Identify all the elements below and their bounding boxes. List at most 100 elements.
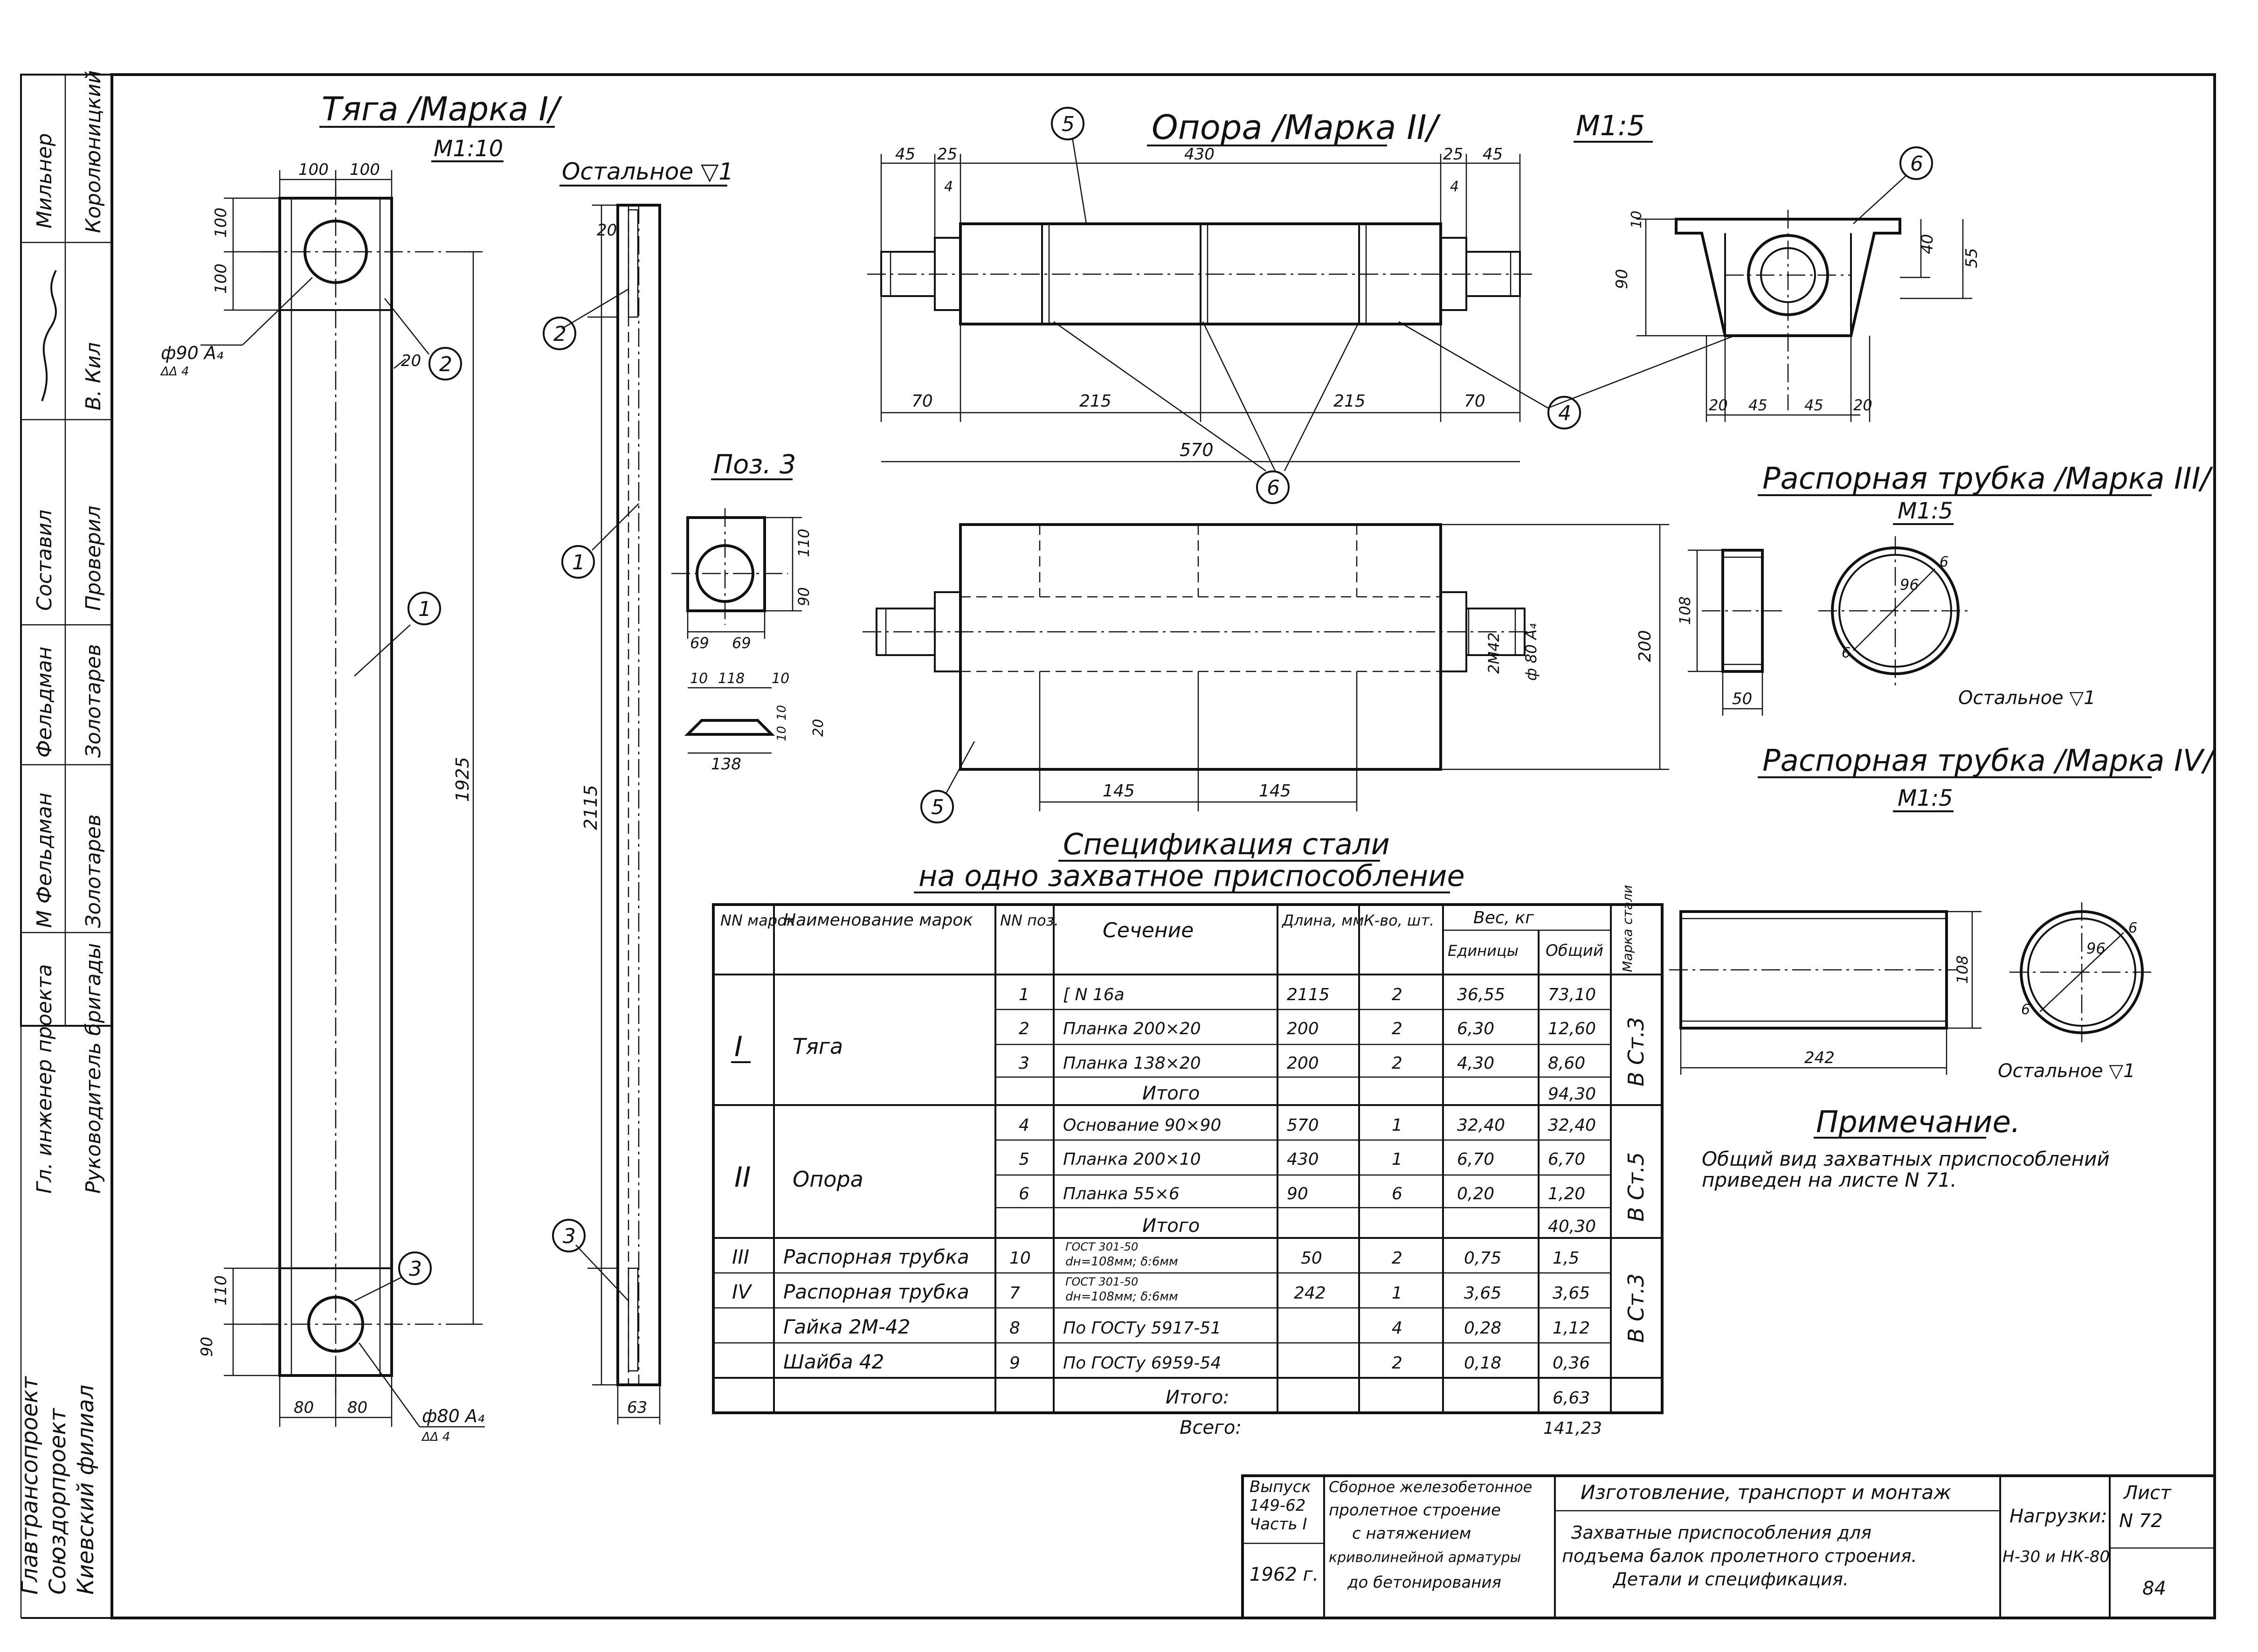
tube4-dim-d: 96 xyxy=(2086,940,2106,957)
tube4-view: Распорная трубка /Марка IV/ М1:5 108 242… xyxy=(1669,744,2217,1082)
poz3-dim-w: 138 xyxy=(711,755,741,774)
tb-desc1: Сборное железобетонное xyxy=(1329,1478,1532,1496)
opora-plan-pos-5-bubble xyxy=(920,790,954,823)
side-pos-3-bubble xyxy=(552,1219,586,1252)
tyaga-dim-hb2: 90 xyxy=(198,1337,216,1357)
g1r1-total: 73,10 xyxy=(1548,985,1596,1004)
g2r1-section: Основание 90×90 xyxy=(1063,1116,1221,1135)
tb-desc2: пролетное строение xyxy=(1329,1501,1501,1520)
r1-qty: 2 xyxy=(1392,1249,1402,1268)
sidebar-orgs: Главтрансопроект Союздорпроект Киевский … xyxy=(17,1376,99,1595)
g2-subtotal-label: Итого xyxy=(1142,1215,1200,1237)
tube3-dim-t2: 6 xyxy=(1842,645,1851,661)
r3-name: Гайка 2М-42 xyxy=(783,1315,910,1338)
tb-name2: подъема балок пролетного строения. xyxy=(1562,1546,1917,1566)
g1r1-section: [ N 16а xyxy=(1063,985,1125,1004)
poz3-view: Поз. 3 110 90 69 69 10 118 10 10 10 20 1… xyxy=(671,449,827,774)
rest-steel: В Ст.3 xyxy=(1623,1273,1649,1343)
r1-length: 50 xyxy=(1301,1249,1322,1268)
tyaga-dim-h2: 100 xyxy=(212,263,230,294)
opora-pos-4-bubble xyxy=(1547,396,1581,429)
tb-loads-label: Нагрузки: xyxy=(2009,1506,2107,1527)
g2r1-length: 570 xyxy=(1287,1116,1319,1135)
r4-total: 0,36 xyxy=(1553,1354,1590,1373)
tyaga-pos-1-bubble xyxy=(407,592,441,625)
r4-qty: 2 xyxy=(1392,1354,1402,1373)
th-unit: Единицы xyxy=(1448,942,1519,960)
tube3-note: Остальное ▽1 xyxy=(1958,687,2096,709)
g1-subtotal: 94,30 xyxy=(1548,1085,1596,1104)
opora-pos-6: 6 xyxy=(1267,476,1280,500)
tb-section: Изготовление, транспорт и монтаж xyxy=(1581,1481,1951,1504)
r2-mark: IV xyxy=(732,1280,753,1303)
opora-sec-pos-6-bubble xyxy=(1899,146,1933,180)
spec-title2: на одно захватное приспособление xyxy=(918,859,1465,893)
g2r2-unit: 6,70 xyxy=(1457,1150,1494,1169)
r1-total: 1,5 xyxy=(1553,1249,1579,1268)
poz3-dim-t2: 118 xyxy=(718,670,745,687)
group1-mark: I xyxy=(734,1030,743,1063)
opora-dim-s2: 4 xyxy=(1450,179,1459,195)
tb-loads: Н-30 и НК-80 xyxy=(2003,1548,2110,1566)
th-mark-name: Наименование марок xyxy=(783,911,973,930)
tube3-dim-w: 50 xyxy=(1732,690,1752,708)
r3-total: 1,12 xyxy=(1553,1319,1590,1338)
role-chief-engineer: Гл. инженер проекта xyxy=(33,964,56,1194)
opora-pos-4: 4 xyxy=(1558,401,1571,425)
opora-plan-dia: ф 80 А₄ xyxy=(1522,623,1540,681)
g1r1-qty: 2 xyxy=(1392,985,1402,1004)
poz3-dim-w1: 69 xyxy=(690,634,709,652)
r2-qty: 1 xyxy=(1392,1284,1402,1303)
poz3-dim-h2: 90 xyxy=(795,587,813,606)
r4-unit: 0,18 xyxy=(1464,1354,1501,1373)
opora-dim-a4: 45 xyxy=(1483,145,1503,164)
tyaga-scale: М1:10 xyxy=(434,136,503,162)
th-qty: К-во, шт. xyxy=(1364,912,1434,929)
tyaga-dim-t: 20 xyxy=(401,352,421,370)
poz3-dim-h1: 110 xyxy=(795,529,813,557)
th-weight: Вес, кг xyxy=(1473,908,1534,927)
r1-name: Распорная трубка xyxy=(783,1245,969,1268)
tyaga-dim-w1: 100 xyxy=(298,160,329,179)
r1-pos: 10 xyxy=(1009,1249,1031,1268)
g2r3-length: 90 xyxy=(1287,1184,1308,1203)
tb-name3: Детали и спецификация. xyxy=(1612,1569,1849,1590)
r1-unit: 0,75 xyxy=(1464,1249,1501,1268)
side-pos-1: 1 xyxy=(572,551,585,574)
r1-section1: ГОСТ 301-50 xyxy=(1065,1240,1138,1253)
r1-mark: III xyxy=(732,1245,749,1268)
opora-sec-pos-6: 6 xyxy=(1910,152,1923,176)
g1r1-pos: 1 xyxy=(1019,985,1029,1004)
tyaga-pos-1: 1 xyxy=(418,597,431,621)
poz3-dim-s3: 20 xyxy=(810,719,827,737)
g1r1-length: 2115 xyxy=(1287,985,1330,1004)
group1-steel: В Ст.3 xyxy=(1623,1017,1649,1086)
g1r3-unit: 4,30 xyxy=(1457,1054,1494,1073)
opora-plan: 145 145 2М42 ф 80 А₄ 200 5 xyxy=(863,523,1669,823)
g1r2-pos: 2 xyxy=(1019,1019,1029,1038)
role-sostavil: Составил xyxy=(33,510,56,611)
tube4-dim-h: 108 xyxy=(1954,955,1971,984)
g1r2-unit: 6,30 xyxy=(1457,1019,1494,1038)
note-line1: Общий вид захватных приспособлений xyxy=(1702,1147,2110,1170)
tyaga-dim-w2: 100 xyxy=(350,160,380,179)
side-dim-w: 63 xyxy=(627,1398,647,1417)
opora-dim-a3: 25 xyxy=(1443,145,1463,164)
r4-section1: По ГОСТу 6959-54 xyxy=(1063,1354,1221,1373)
opora-plan-pos-5: 5 xyxy=(931,795,944,819)
group2-name: Опора xyxy=(793,1167,863,1192)
tb-page: 84 xyxy=(2142,1578,2166,1599)
g1-subtotal-label: Итого xyxy=(1142,1083,1200,1104)
opora-dim-s1: 4 xyxy=(944,179,953,195)
tb-issue3: Часть I xyxy=(1250,1515,1307,1534)
r2-section2: dн=108мм; δ:6мм xyxy=(1065,1290,1178,1304)
note-title: Примечание. xyxy=(1816,1105,2020,1140)
g1r2-length: 200 xyxy=(1287,1019,1319,1038)
opora-dim-b3: 215 xyxy=(1333,392,1366,411)
side-pos-2: 2 xyxy=(553,322,566,346)
tb-desc5: до бетонирования xyxy=(1347,1573,1501,1592)
opora-view: Опора /Марка II/ М1:5 45 25 430 25 45 4 … xyxy=(867,107,1735,504)
opora-sec-w4: 20 xyxy=(1853,396,1872,414)
tyaga-pos-3-bubble xyxy=(398,1251,432,1285)
